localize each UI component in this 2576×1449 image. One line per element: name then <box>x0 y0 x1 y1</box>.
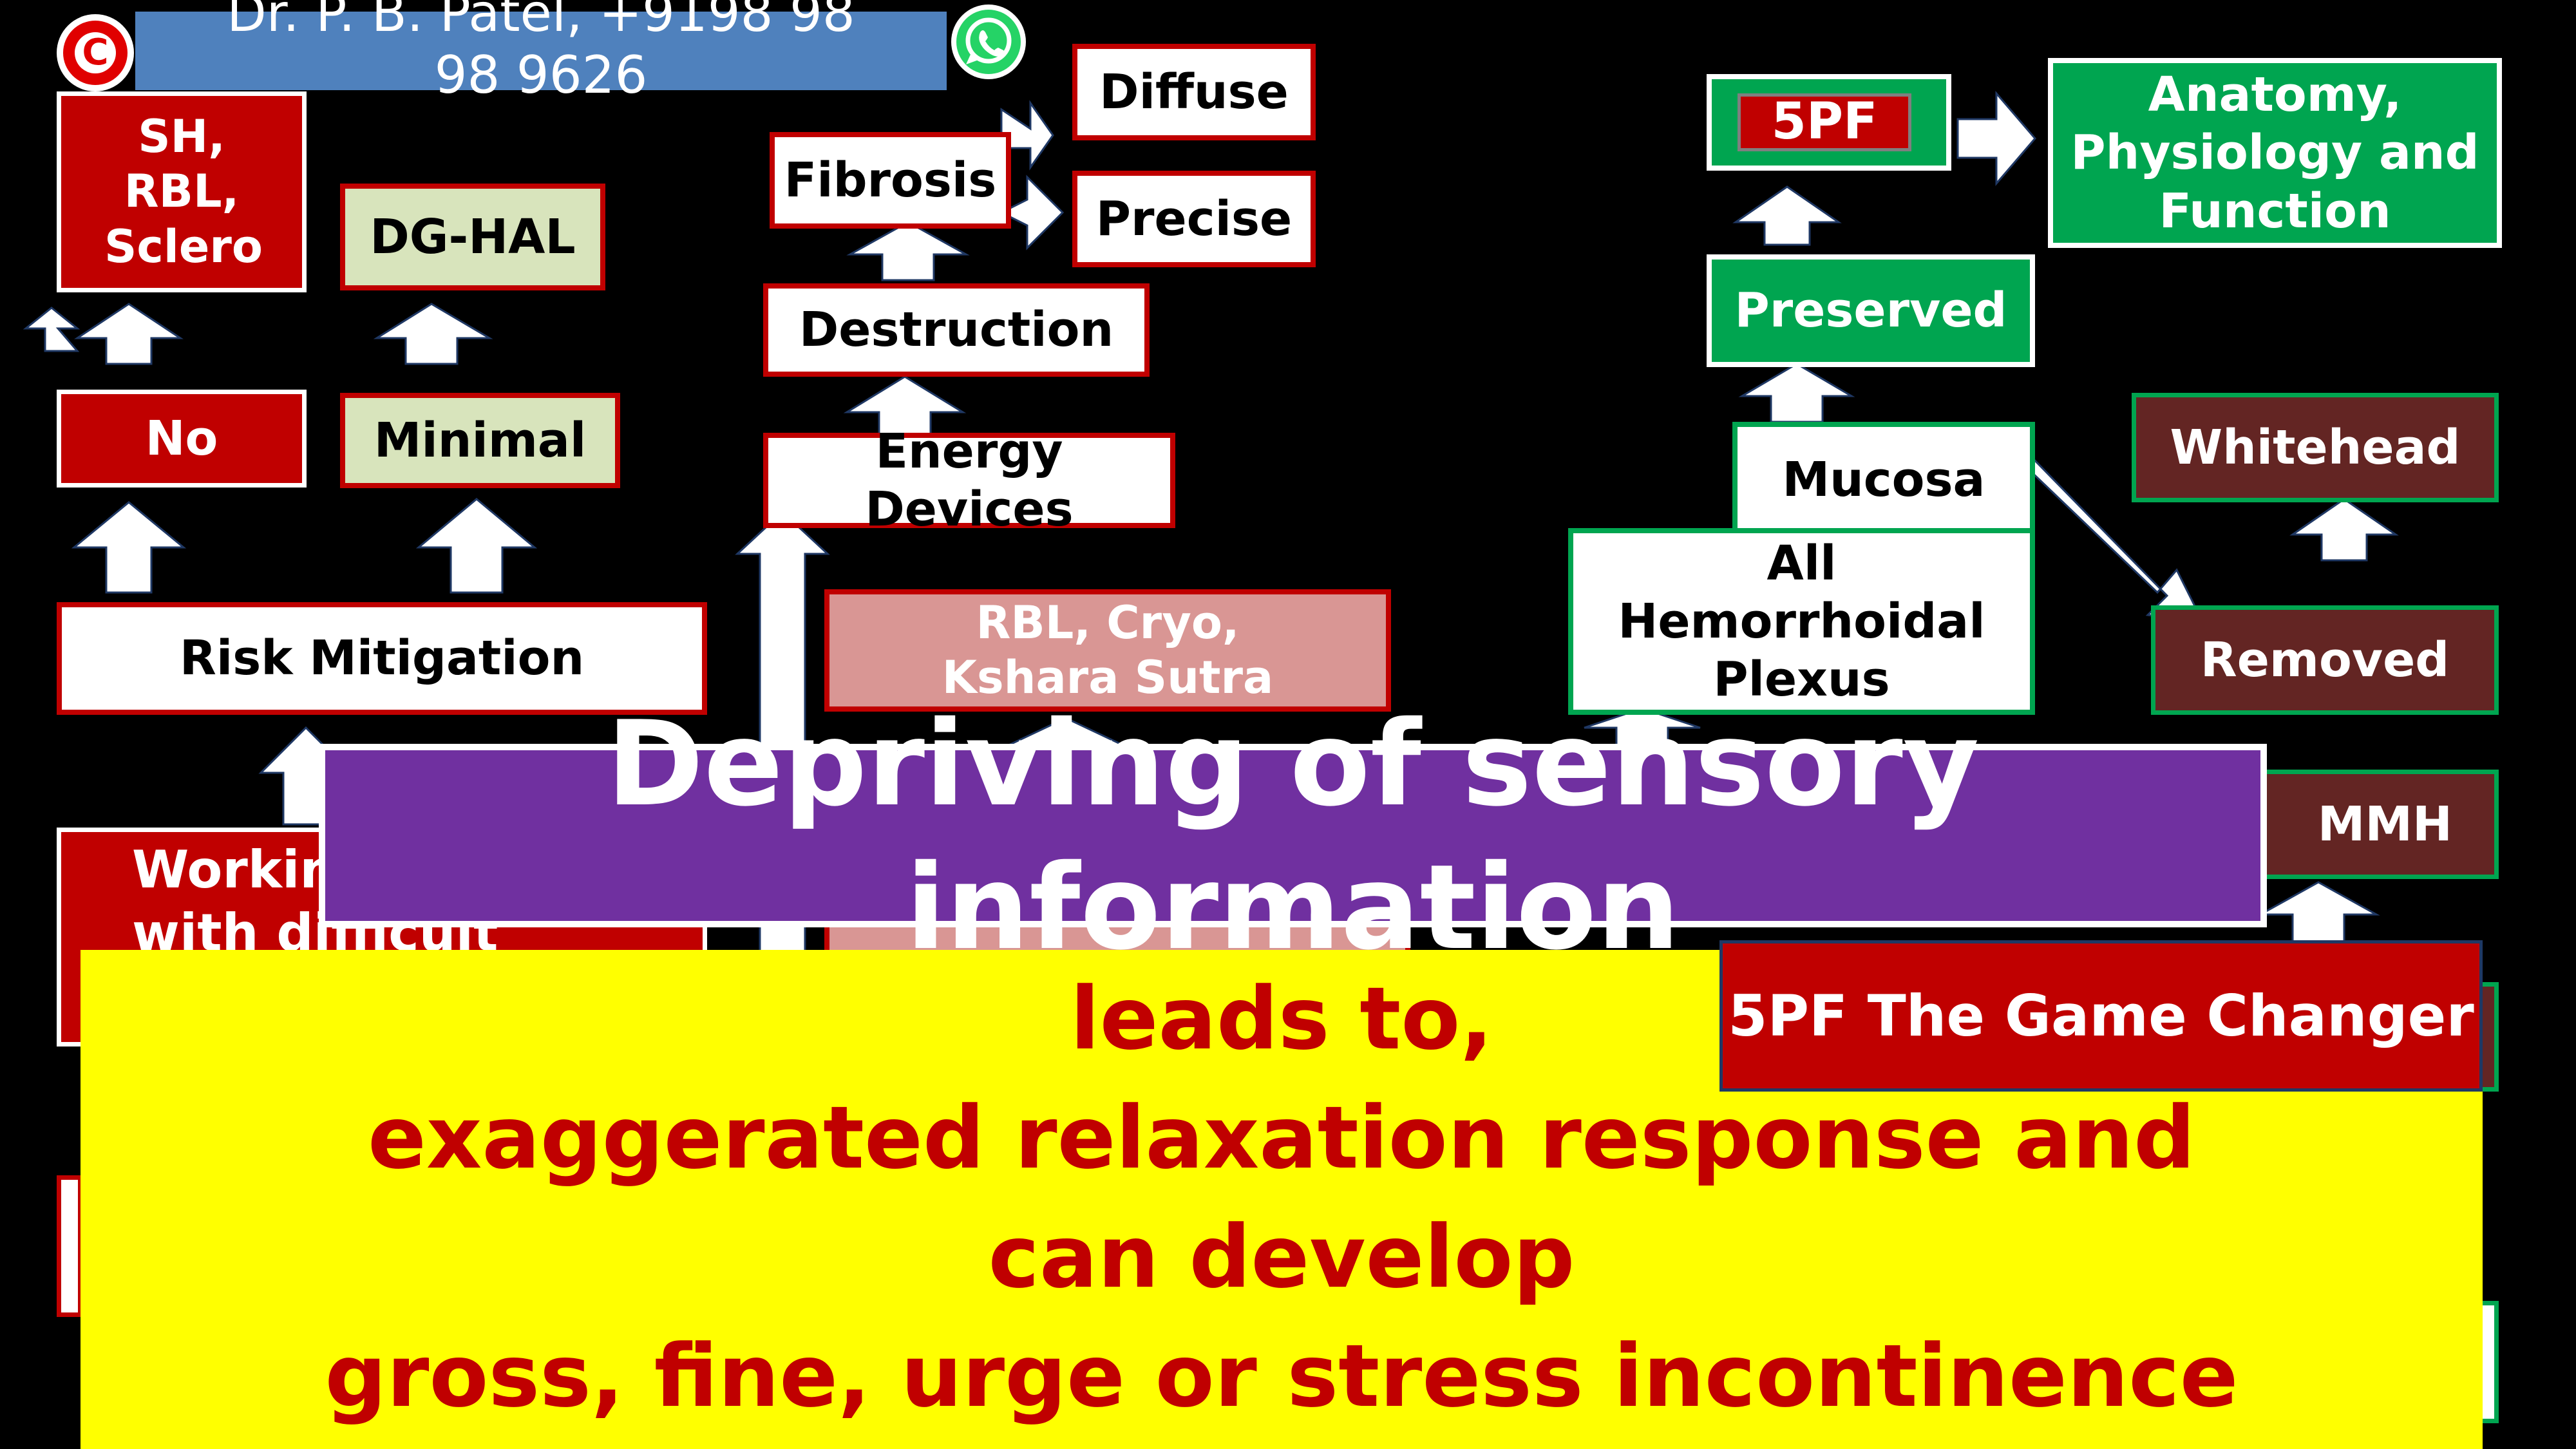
whatsapp-icon[interactable] <box>947 0 1030 84</box>
arrow-up-icon <box>74 303 184 365</box>
arrow-right-icon <box>1956 90 2036 187</box>
message-line-4: gross, fine, urge or stress incontinence <box>325 1326 2239 1426</box>
arrow-up-icon <box>846 221 970 281</box>
arrow-up-icon <box>415 498 538 594</box>
node-destruction: Destruction <box>763 283 1150 377</box>
node-5pf-frame: 5PF <box>1707 74 1951 171</box>
node-minimal: Minimal <box>340 393 620 488</box>
node-fibrosis: Fibrosis <box>770 132 1011 229</box>
arrow-up-icon <box>1738 363 1855 423</box>
banner-title: Depriving of sensory information <box>606 696 1980 976</box>
left-edge-box <box>57 1175 82 1317</box>
node-sh-rbl-sclero: SH, RBL, Sclero <box>57 91 307 292</box>
arrow-up-icon <box>2257 881 2380 948</box>
badge-game-changer: 5PF The Game Changer <box>1719 940 2483 1092</box>
node-mucosa: Mucosa <box>1732 422 2035 538</box>
copyright-icon: C <box>57 14 134 91</box>
node-precise: Precise <box>1072 171 1316 267</box>
author-header: Dr. P. B. Patel, +9198 98 98 9626 <box>135 0 947 105</box>
node-energy-devices: Energy Devices <box>763 424 1175 537</box>
arrow-up-icon <box>2289 498 2399 562</box>
arrow-up-icon <box>373 303 493 365</box>
node-5pf: 5PF <box>1738 93 1911 151</box>
arrow-right-icon <box>999 175 1065 251</box>
node-whitehead: Whitehead <box>2132 393 2499 502</box>
node-preserved: Preserved <box>1707 254 2035 367</box>
message-line-2: exaggerated relaxation response and <box>368 1088 2195 1188</box>
message-line-3: can develop <box>988 1207 1575 1307</box>
node-anatomy-physiology: Anatomy, Physiology and Function <box>2048 58 2502 248</box>
node-mmh: MMH <box>2254 770 2499 879</box>
node-rbl-cryo-kshara: RBL, Cryo, Kshara Sutra <box>824 589 1391 712</box>
node-no: No <box>57 390 307 488</box>
node-all-hemorrhoidal-plexus: All Hemorrhoidal Plexus <box>1568 528 2035 715</box>
node-dg-hal: DG-HAL <box>340 184 605 290</box>
arrow-up-icon <box>1732 185 1842 246</box>
node-risk-mitigation: Risk Mitigation <box>57 602 707 715</box>
arrow-up-icon <box>23 307 80 352</box>
node-removed: Removed <box>2151 605 2499 715</box>
node-diffuse: Diffuse <box>1072 44 1316 140</box>
banner-title-box: Depriving of sensory information <box>319 696 2267 976</box>
arrow-up-icon <box>71 501 187 594</box>
message-line-1: leads to, <box>1070 969 1493 1069</box>
author-contact: Dr. P. B. Patel, +9198 98 98 9626 <box>227 0 855 105</box>
